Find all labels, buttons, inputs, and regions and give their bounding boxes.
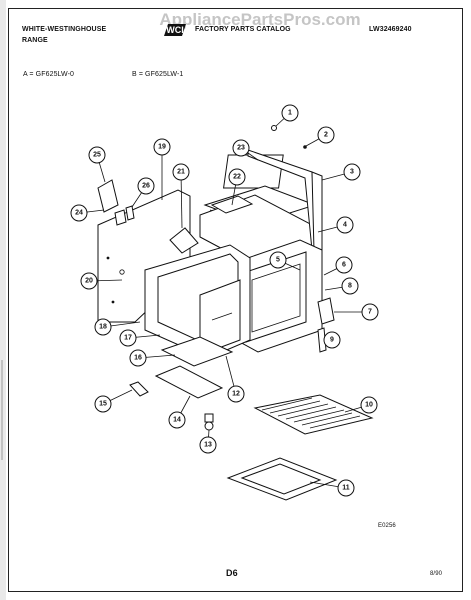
hinge-7 — [317, 297, 335, 325]
callout-7: 7 — [361, 303, 379, 321]
bottom-trim — [160, 336, 234, 367]
svg-text:7: 7 — [368, 309, 372, 316]
callout-21: 21 — [172, 163, 190, 181]
knob-1 — [271, 125, 277, 131]
svg-text:18: 18 — [99, 324, 107, 331]
svg-text:6: 6 — [342, 262, 346, 269]
page-number: D6 — [226, 568, 238, 578]
callout-5: 5 — [269, 251, 287, 269]
svg-text:21: 21 — [177, 169, 185, 176]
callout-24: 24 — [70, 204, 88, 222]
callout-16: 16 — [129, 349, 147, 367]
kick-panel — [154, 365, 224, 399]
vent-bracket — [169, 227, 199, 254]
callout-11: 11 — [337, 479, 355, 497]
callout-3: 3 — [343, 163, 361, 181]
callout-4: 4 — [336, 216, 354, 234]
callout-13: 13 — [199, 436, 217, 454]
brand-line-2: RANGE — [22, 37, 48, 44]
oven-rack — [253, 394, 374, 435]
wci-logo: WCI — [164, 24, 186, 36]
svg-text:13: 13 — [204, 442, 212, 449]
svg-text:14: 14 — [173, 417, 181, 424]
svg-text:10: 10 — [365, 402, 373, 409]
leg — [204, 413, 214, 431]
binding-marks — [1, 360, 3, 460]
svg-text:4: 4 — [343, 222, 347, 229]
broiler-pan — [226, 457, 338, 501]
svg-text:19: 19 — [158, 144, 166, 151]
svg-text:17: 17 — [124, 335, 132, 342]
callout-17: 17 — [119, 329, 137, 347]
callout-15: 15 — [94, 395, 112, 413]
callout-8: 8 — [341, 277, 359, 295]
svg-text:20: 20 — [85, 278, 93, 285]
callout-19: 19 — [153, 138, 171, 156]
callout-23: 23 — [232, 139, 250, 157]
svg-text:8: 8 — [348, 283, 352, 290]
callout-22: 22 — [228, 168, 246, 186]
logo-text: WCI — [166, 25, 184, 35]
watermark: AppliancePartsPros.com — [159, 10, 361, 29]
callout-9: 9 — [323, 331, 341, 349]
callout-10: 10 — [360, 396, 378, 414]
svg-text:1: 1 — [288, 110, 292, 117]
svg-text:5: 5 — [276, 257, 280, 264]
svg-text:15: 15 — [99, 401, 107, 408]
svg-text:26: 26 — [142, 183, 150, 190]
svg-text:2: 2 — [324, 132, 328, 139]
svg-text:23: 23 — [237, 145, 245, 152]
callout-18: 18 — [94, 318, 112, 336]
front-frame — [144, 244, 251, 359]
scan-edge — [0, 0, 6, 600]
svg-text:3: 3 — [350, 169, 354, 176]
catalog-number: LW32469240 — [369, 26, 412, 33]
callout-14: 14 — [168, 411, 186, 429]
oven-liner — [235, 239, 323, 353]
clip-26 — [125, 205, 135, 221]
svg-text:9: 9 — [330, 337, 334, 344]
callout-12: 12 — [227, 385, 245, 403]
bracket-25 — [97, 179, 119, 213]
svg-text:22: 22 — [233, 174, 241, 181]
callout-25: 25 — [88, 146, 106, 164]
model-a-label: A = GF625LW-0 — [23, 71, 75, 78]
model-b-label: B = GF625LW-1 — [132, 71, 184, 78]
hinge-9 — [317, 327, 327, 353]
catalog-title: FACTORY PARTS CATALOG — [195, 26, 291, 33]
screw-2 — [303, 145, 307, 149]
svg-text:11: 11 — [342, 485, 350, 492]
svg-text:12: 12 — [232, 391, 240, 398]
brand-line-1: WHITE-WESTINGHOUSE — [22, 26, 107, 33]
callout-26: 26 — [137, 177, 155, 195]
date-code: 8/90 — [430, 571, 443, 577]
svg-text:16: 16 — [134, 355, 142, 362]
callout-20: 20 — [80, 272, 98, 290]
svg-text:24: 24 — [75, 210, 83, 217]
callout-6: 6 — [335, 256, 353, 274]
callout-1: 1 — [281, 104, 299, 122]
page-border — [8, 8, 463, 592]
diagram-code: E0256 — [378, 523, 396, 529]
svg-text:25: 25 — [93, 152, 101, 159]
leveler — [129, 381, 149, 397]
clip-24 — [114, 209, 127, 226]
callout-2: 2 — [317, 126, 335, 144]
